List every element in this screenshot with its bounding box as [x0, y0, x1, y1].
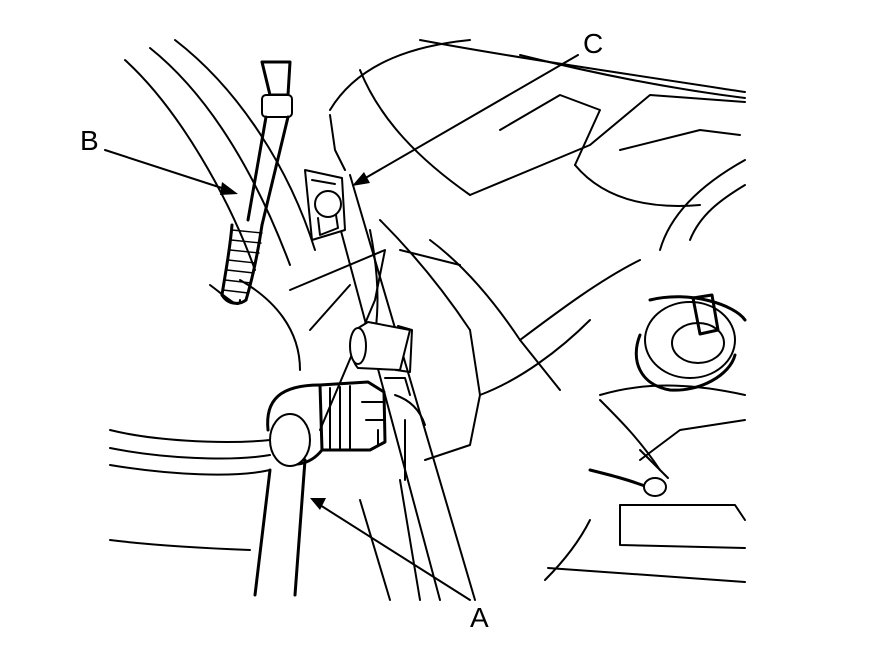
leader-line-c — [361, 54, 579, 181]
leader-line-a — [319, 504, 471, 601]
body-panel-lines — [329, 39, 746, 461]
hose-a — [253, 321, 426, 597]
leader-lines — [104, 54, 579, 601]
arrowhead-b — [220, 182, 238, 195]
callout-label-b: B — [80, 125, 99, 156]
hose-b — [220, 60, 293, 305]
callout-label-c: C — [583, 28, 604, 59]
bracket-assembly — [544, 293, 747, 583]
arrowhead-c — [352, 172, 370, 186]
arrowhead-a — [310, 498, 326, 510]
callout-label-a: A — [470, 602, 489, 633]
clip-c — [304, 169, 346, 241]
leader-line-b — [104, 149, 229, 191]
